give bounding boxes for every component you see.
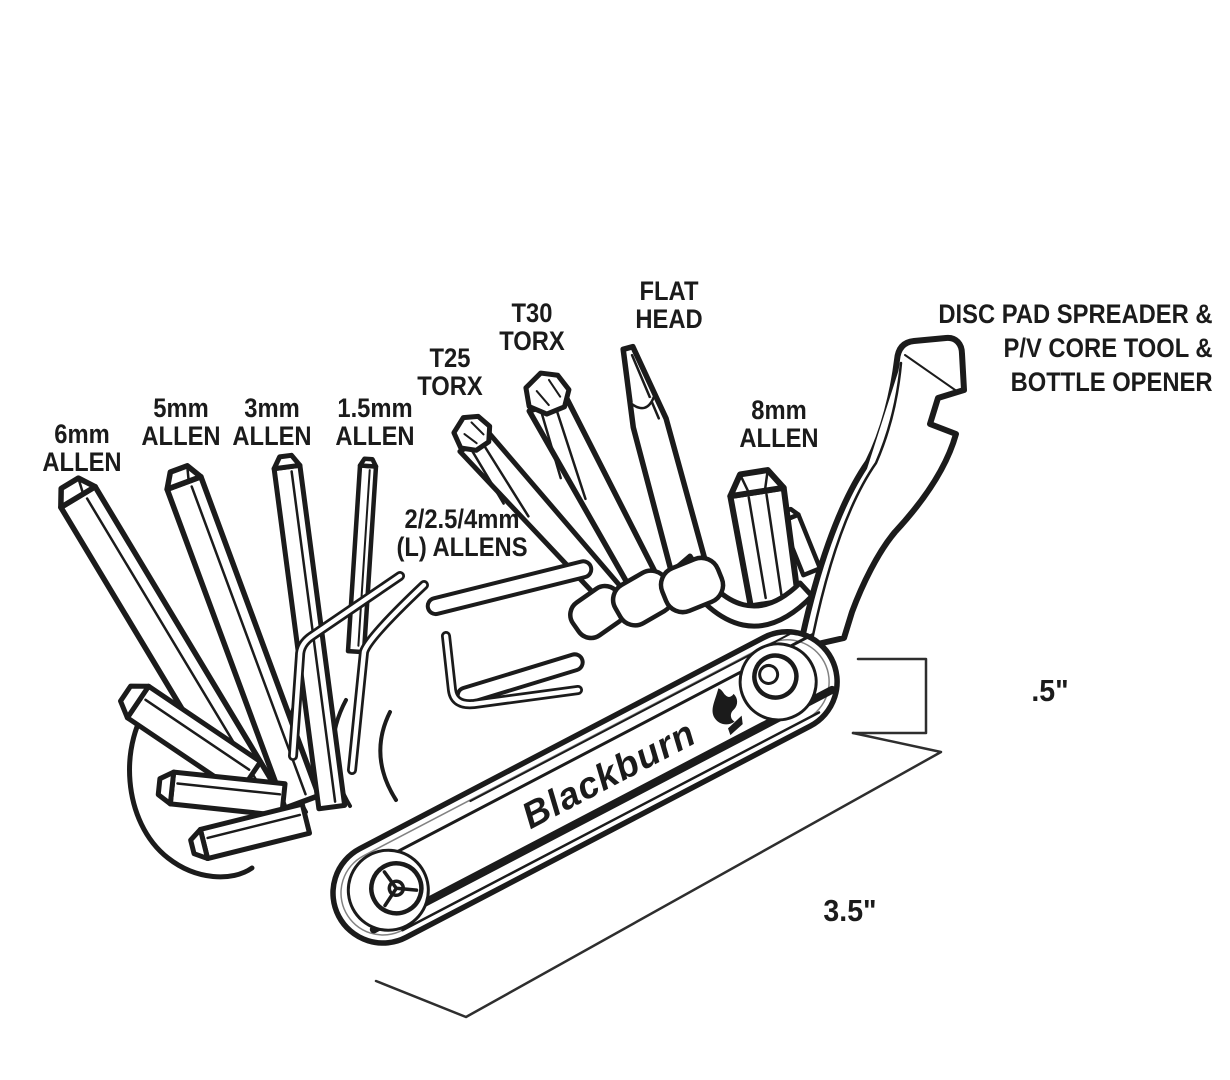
- disc-pad-spreader-arm: [797, 334, 967, 651]
- dimension-lines: [374, 657, 943, 1019]
- dimension-thickness: .5": [1031, 673, 1069, 708]
- folded-hex-stub: [188, 801, 313, 862]
- bit-sleeve-collars: [568, 555, 726, 641]
- thickness-dimension-bracket: [851, 657, 928, 735]
- left-pivot-bolt: [369, 861, 424, 916]
- label-3mm-allen: 3mm ALLEN: [232, 393, 312, 451]
- label-6mm-allen: 6mm ALLEN: [42, 419, 122, 477]
- tool-body: Blackburn: [330, 628, 840, 946]
- blackburn-flame-icon: [712, 688, 743, 736]
- label-t30-torx: T30 TORX: [499, 298, 565, 356]
- hex-shaft-5mm: [164, 463, 322, 811]
- dimension-length: 3.5": [823, 893, 877, 928]
- right-pivot-bolt: [752, 653, 799, 700]
- label-1-5mm-allen: 1.5mm ALLEN: [335, 393, 415, 451]
- label-8mm-allen: 8mm ALLEN: [739, 395, 819, 453]
- l-allen-wires: [288, 571, 583, 775]
- label-t25-torx: T25 TORX: [417, 343, 483, 401]
- length-dimension-line: [374, 731, 943, 1019]
- hex-shaft-1-5mm: [345, 456, 379, 655]
- hex-stub-8mm: [727, 467, 802, 610]
- label-flat-head: FLAT HEAD: [635, 276, 703, 334]
- label-l-allens: 2/2.5/4mm (L) ALLENS: [396, 504, 528, 562]
- label-5mm-allen: 5mm ALLEN: [141, 393, 221, 451]
- flat-key-bars: [425, 559, 594, 706]
- label-combo-tool: DISC PAD SPREADER & P/V CORE TOOL & BOTT…: [938, 299, 1213, 397]
